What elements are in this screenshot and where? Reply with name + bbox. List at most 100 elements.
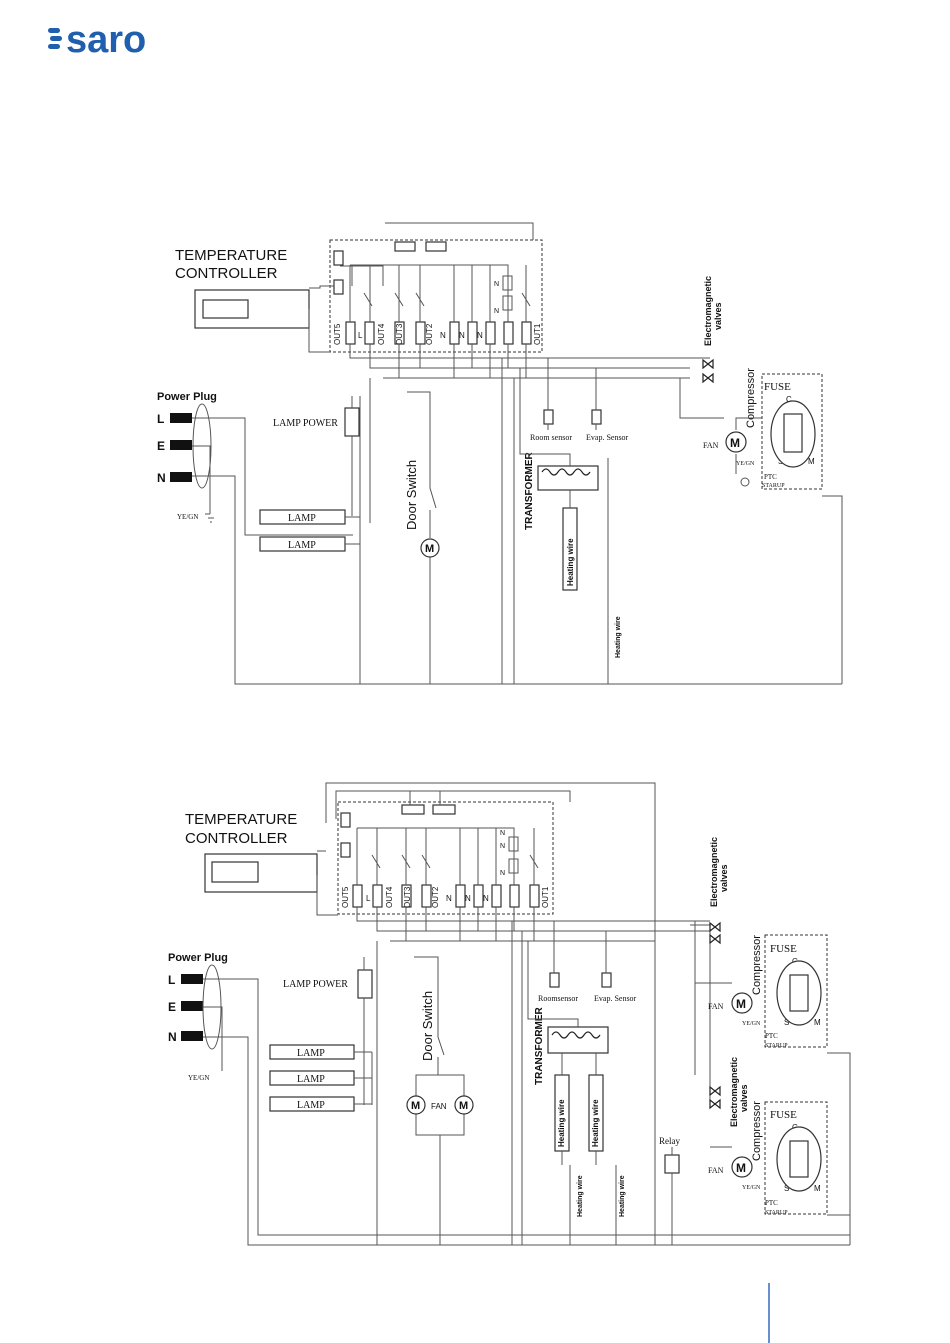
terminal-strip: OUT5 L OUT4 OUT3 OUT2 N N N OUT1 N N N [341,827,550,908]
sensors: Roomsensor Evap. Sensor [538,921,637,1003]
terminal-out4: OUT4 [385,886,394,908]
wiring-diagram-single-compressor: OUT5 L OUT4 OUT3 OUT2 N N N OUT1 N N TEM… [157,222,843,685]
terminal-out1: OUT1 [533,323,542,345]
fuse-label: FUSE [770,1109,797,1121]
heating-wire-label: Heating wire [619,1175,626,1217]
compressor-unit-1: Compressor FUSE C S M PTC STARUP M FAN Y… [695,934,851,1245]
lamp-label: LAMP [297,1048,325,1059]
terminal-n1: N [440,331,446,340]
comp-pin-m: M [808,457,815,466]
lamp-label: LAMP [297,1100,325,1111]
heating-wire-label: Heating wire [591,1099,600,1147]
plug-pin-n: N [157,471,166,485]
evap-sensor-label: Evap. Sensor [594,994,637,1003]
fan-motor-symbol: M [411,1100,420,1112]
fan-ground-label: YE/GN [742,1021,761,1027]
valves-label: Electromagnetic [703,276,713,346]
valves-label: valves [713,302,723,330]
plug-pin-e: E [168,1000,176,1014]
comp-pin-m: M [814,1018,821,1027]
terminal-out3: OUT3 [395,323,404,345]
compressor-unit: Compressor FUSE C S M PTC STARUP M FAN Y… [679,368,843,684]
electromagnetic-valves: Electromagnetic valves [702,276,723,384]
power-plug-label: Power Plug [157,391,217,403]
relay: Relay [659,1136,680,1245]
saro-logo: saro [48,19,146,61]
ground-label: YE/GN [177,513,198,521]
terminal-out2: OUT2 [431,886,440,908]
fan-motor-symbol: M [459,1100,468,1112]
relay-label: Relay [659,1136,680,1146]
fan-motor-symbol: M [730,436,740,450]
terminal-out3: OUT3 [403,886,412,908]
lamp-label: LAMP [297,1074,325,1085]
fan-motor-symbol: M [736,997,746,1011]
transformer-label: TRANSFORMER [534,1006,545,1085]
terminal-out4: OUT4 [377,323,386,345]
relay-n-label: N [494,308,499,315]
lamps: LAMP POWER LAMP LAMP LAMP [269,957,373,1112]
valves-label: Electromagnetic [709,837,719,907]
terminal-l: L [358,331,363,340]
relay-n-label: N [500,870,505,877]
terminal-out2: OUT2 [425,323,434,345]
ground-label: YE/GN [188,1074,209,1082]
heating-wire-label: Heating wire [577,1175,584,1217]
door-switch: Door Switch M M FAN [406,956,474,1245]
temperature-controller-label: CONTROLLER [175,265,278,282]
fan-ground-label: YE/GN [742,1185,761,1191]
lamp-power-label: LAMP POWER [273,418,338,429]
comp-pin-s: S [784,1018,789,1027]
terminal-out5: OUT5 [341,886,350,908]
door-switch-label: Door Switch [404,460,419,530]
plug-pin-e: E [157,439,165,453]
terminal-n2: N [465,894,471,903]
plug-pin-l: L [168,973,175,987]
fan-label: FAN [708,1002,724,1011]
heating-wire-label: Heating wire [566,538,575,586]
terminal-strip: OUT5 L OUT4 OUT3 OUT2 N N N OUT1 N N [333,264,542,345]
terminal-n2: N [459,331,465,340]
comp-pin-s: S [784,1184,789,1193]
lamp-power-label: LAMP POWER [283,979,348,990]
power-plug: Power Plug L E N YE/GN [168,952,850,1246]
compressor-label: Compressor [751,935,763,995]
comp-pin-m: M [814,1184,821,1193]
room-sensor-label: Roomsensor [538,994,578,1003]
controller-board [337,801,554,915]
door-switch: Door Switch M [404,391,440,684]
heating-wire-label: Heating wire [557,1099,566,1147]
fan-motor [731,1156,753,1178]
sensors: Room sensor Evap. Sensor [530,358,629,442]
ptc-label: PTC [765,1032,778,1040]
door-switch-label: Door Switch [420,991,435,1061]
page-margin-rule [768,1283,770,1343]
relay-n-label: N [500,830,505,837]
controller-board [329,239,543,353]
relay-n-label: N [494,281,499,288]
fan-label: FAN [703,441,719,450]
heating-wire-label: Heating wire [615,616,622,658]
compressor-unit-2: Compressor FUSE C S M PTC STARUP M FAN Y… [708,1101,850,1216]
power-plug: Power Plug L E N YE/GN [157,391,842,685]
evap-sensor-label: Evap. Sensor [586,433,629,442]
fuse-label: FUSE [764,381,791,393]
temperature-controller: TEMPERATURE CONTROLLER [175,247,334,353]
fuse-label: FUSE [770,943,797,955]
lamp-label: LAMP [288,540,316,551]
temperature-controller-label: CONTROLLER [185,830,288,847]
fan-motor [731,992,753,1014]
logo-text: saro [66,19,146,61]
plug-pin-l: L [157,412,164,426]
valves-label: valves [719,864,729,892]
starup-label: STARUP [765,1210,788,1216]
terminal-out1: OUT1 [541,886,550,908]
fan-label: FAN [431,1102,447,1111]
temperature-controller-label: TEMPERATURE [185,811,297,828]
ptc-label: PTC [764,473,777,481]
electromagnetic-valves: Electromagnetic valves Electromagnetic v… [709,837,749,1127]
wiring-diagram-dual-compressor: OUT5 L OUT4 OUT3 OUT2 N N N OUT1 N N N T… [168,782,851,1246]
starup-label: STARUP [762,483,785,489]
power-plug-label: Power Plug [168,952,228,964]
terminal-l: L [366,894,371,903]
